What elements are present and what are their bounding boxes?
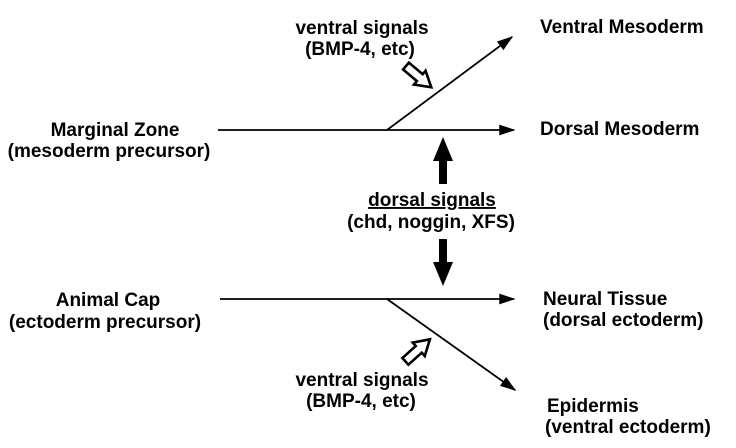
ventral-signals-bottom-block-arrow-icon bbox=[400, 337, 432, 367]
epidermis-label: Epidermis bbox=[547, 396, 639, 417]
epidermis-subtitle: (ventral ectoderm) bbox=[545, 417, 711, 438]
dorsal-signals-up-arrow-icon bbox=[433, 137, 453, 184]
dorsal-signals-down-arrow-icon bbox=[433, 239, 453, 286]
marginal-zone-label: Marginal Zone bbox=[51, 120, 180, 141]
marginal-zone-to-ventral-mesoderm-arrow bbox=[386, 36, 514, 131]
dorsal-signals-label: dorsal signals bbox=[368, 190, 496, 211]
animal-cap-label: Animal Cap bbox=[56, 290, 161, 311]
dorsal-signals-detail: (chd, noggin, XFS) bbox=[347, 212, 515, 233]
marginal-zone-subtitle: (mesoderm precursor) bbox=[8, 141, 211, 162]
dorsal-mesoderm-label: Dorsal Mesoderm bbox=[540, 119, 699, 140]
neural-tissue-subtitle: (dorsal ectoderm) bbox=[543, 310, 703, 331]
animal-cap-to-epidermis-arrow bbox=[386, 298, 517, 391]
ventral-mesoderm-label: Ventral Mesoderm bbox=[540, 17, 704, 38]
ventral-signals-top-detail: (BMP-4, etc) bbox=[305, 39, 415, 60]
animal-cap-subtitle: (ectoderm precursor) bbox=[9, 312, 201, 333]
ventral-signals-bottom-detail: (BMP-4, etc) bbox=[306, 391, 416, 412]
neural-tissue-label: Neural Tissue bbox=[543, 289, 667, 310]
ventral-signals-top-label: ventral signals bbox=[295, 18, 428, 39]
ventral-signals-bottom-label: ventral signals bbox=[295, 370, 428, 391]
ventral-signals-top-block-arrow-icon bbox=[401, 60, 434, 89]
